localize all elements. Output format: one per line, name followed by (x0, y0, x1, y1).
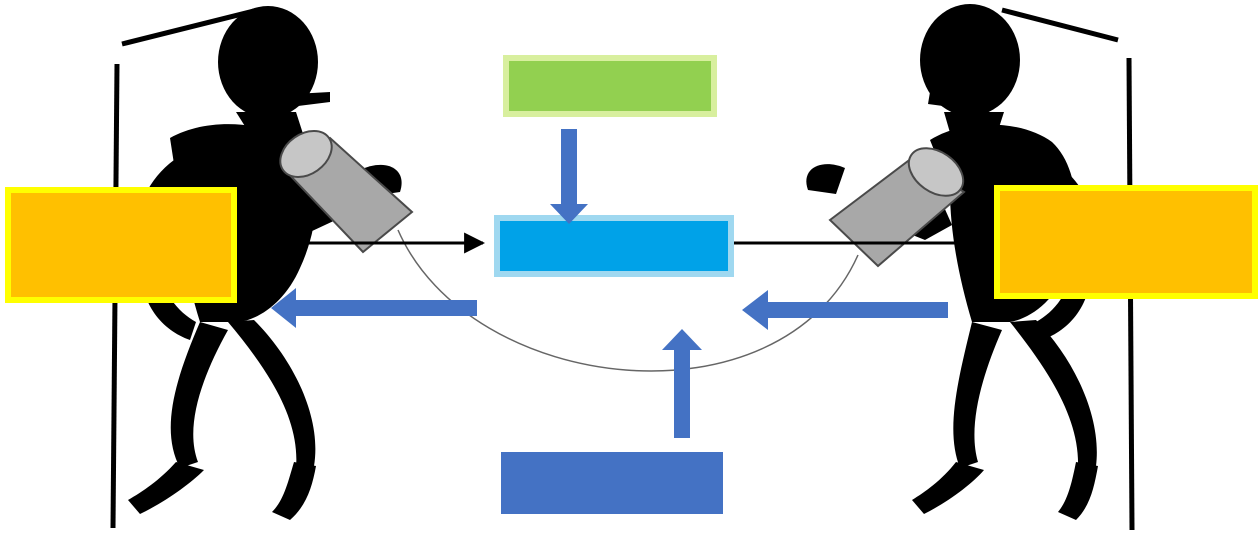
down-arrow (550, 129, 588, 224)
right-box (994, 185, 1258, 299)
right-can-icon (828, 147, 966, 268)
top-box (503, 55, 717, 117)
left-can-icon (279, 130, 414, 254)
up-arrow (662, 329, 702, 438)
bottom-box (501, 452, 723, 514)
left-wall-top-line (121, 7, 259, 47)
center-to-left-arrow (271, 288, 477, 328)
right-to-center-arrow (742, 290, 948, 330)
left-box (5, 187, 237, 303)
center-box (494, 215, 734, 277)
right-wall-top-line (1001, 7, 1119, 43)
